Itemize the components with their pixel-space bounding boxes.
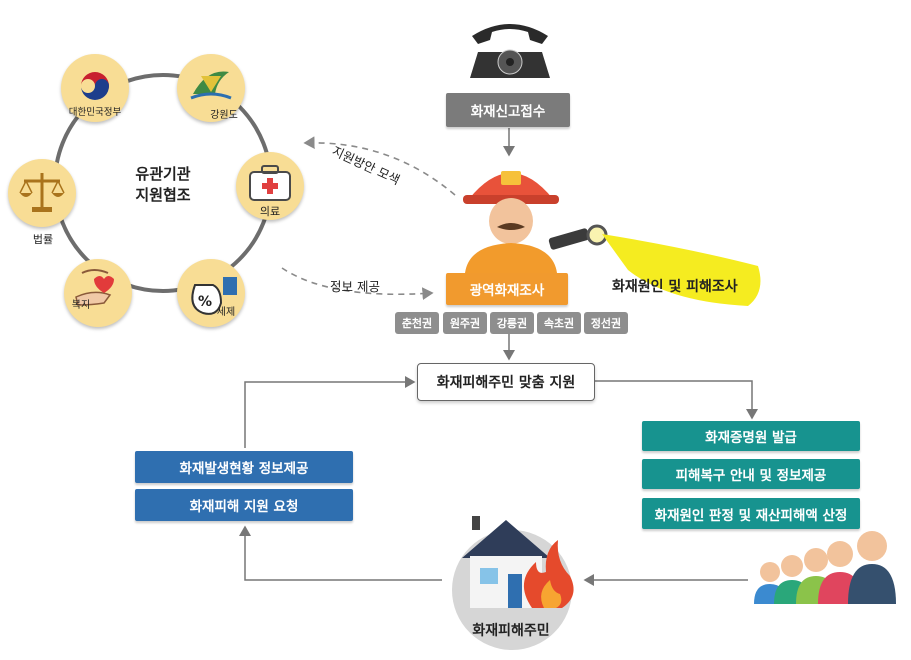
region-tag: 춘천권 [395,312,439,334]
hand-heart-icon [75,269,114,306]
report-box: 화재신고접수 [446,93,570,127]
org-label-government: 대한민국정부 [68,107,122,118]
medical-kit-icon [249,165,291,201]
right-step: 화재원인 판정 및 재산피해액 산정 [642,498,860,529]
firefighter-icon [463,171,559,273]
org-label-law: 법률 [32,233,54,246]
hub-title: 유관기관 지원협조 [100,164,226,206]
org-law: 법률 [8,159,76,246]
org-government: 대한민국정부 [61,54,129,122]
hub-line1: 유관기관 [135,165,191,183]
flashlight-beam [602,234,761,306]
left-step: 화재발생현황 정보제공 [135,451,353,483]
left-step: 화재피해 지원 요청 [135,489,353,521]
right-step: 피해복구 안내 및 정보제공 [642,459,860,489]
org-label-welfare: 복지 [71,300,91,311]
region-tag: 속초권 [537,312,581,334]
center-support-box: 화재피해주민 맞춤 지원 [417,363,595,401]
investigator-box: 광역화재조사 [446,273,568,305]
money-bag-icon: % [191,277,237,315]
right-step: 화재증명원 발급 [642,421,860,451]
org-tax: % 세제 [177,259,245,327]
org-label-gangwon: 강원도 [210,110,238,121]
people-group-icon [754,531,896,604]
org-label-tax: 세제 [216,307,236,318]
arrow-label-info: 정보 제공 [330,279,380,294]
burning-house-icon [452,516,574,650]
org-gangwon: 강원도 [177,54,245,122]
scales-icon [19,173,65,212]
gangwon-logo-icon [190,71,232,100]
org-welfare: 복지 [64,259,132,327]
svg-text:%: % [198,294,212,310]
region-tag: 강릉권 [490,312,534,334]
region-tag: 원주권 [443,312,487,334]
org-label-medical: 의료 [259,205,281,218]
investigation-note: 화재원인 및 피해조사 [612,279,738,295]
taegeuk-icon [81,72,109,100]
org-medical: 의료 [236,152,304,220]
residents-label: 화재피해주민 [472,623,550,639]
region-tag: 정선권 [584,312,628,334]
hub-line2: 지원협조 [135,186,191,204]
telephone-icon [470,24,550,78]
